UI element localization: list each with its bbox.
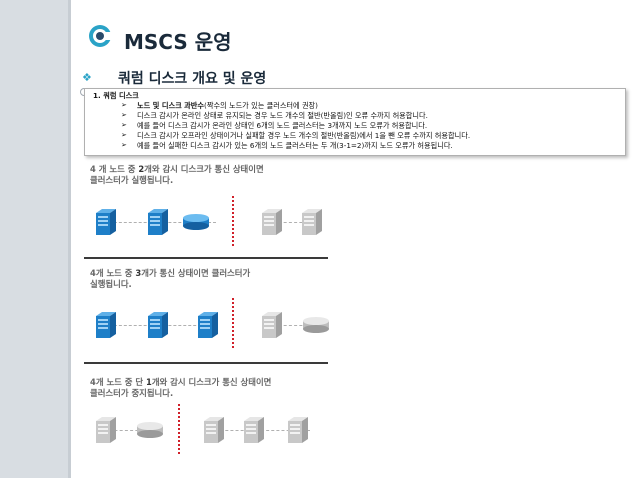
offline-server-icon bbox=[284, 415, 310, 445]
online-server-icon bbox=[92, 207, 118, 237]
scenario-divider bbox=[84, 257, 328, 259]
online-server-icon bbox=[194, 310, 220, 340]
arrow-bullet-icon: ➢ bbox=[121, 101, 127, 109]
online-server-icon bbox=[144, 207, 170, 237]
offline-witness-disk-icon bbox=[302, 316, 330, 334]
left-decor-edge bbox=[68, 0, 71, 478]
network-link bbox=[104, 430, 154, 431]
online-server-icon bbox=[92, 310, 118, 340]
partition-separator bbox=[232, 196, 234, 246]
network-link bbox=[268, 222, 318, 223]
witness-disk-icon bbox=[182, 213, 210, 231]
offline-server-icon bbox=[258, 310, 284, 340]
partition-separator bbox=[232, 298, 234, 348]
subtitle-bullet-icon: ❖ bbox=[82, 71, 92, 84]
box-item-1: 노드 및 디스크 과반수(짝수의 노드가 있는 클러스터에 권장) bbox=[137, 101, 318, 110]
network-link bbox=[268, 325, 318, 326]
offline-server-icon bbox=[298, 207, 324, 237]
slide-subtitle: 쿼럼 디스크 개요 및 운영 bbox=[118, 71, 267, 87]
offline-witness-disk-icon bbox=[136, 421, 164, 439]
scenario-1-text: 4 개 노드 중 2개와 감시 디스크가 통신 상태이면 클러스터가 실행됩니다… bbox=[90, 164, 264, 185]
arrow-bullet-icon: ➢ bbox=[121, 141, 127, 149]
offline-server-icon bbox=[240, 415, 266, 445]
slide-title: MSCS 운영 bbox=[124, 30, 232, 54]
offline-server-icon bbox=[92, 415, 118, 445]
scenario-3-text: 4개 노드 중 단 1개와 감시 디스크가 통신 상태이면 클러스터가 중지됩니… bbox=[90, 377, 272, 398]
logo-icon bbox=[89, 25, 112, 47]
online-server-icon bbox=[144, 310, 170, 340]
scenario-2-text: 4개 노드 중 3개가 통신 상태이면 클러스터가 실행됩니다. bbox=[90, 268, 251, 289]
offline-server-icon bbox=[258, 207, 284, 237]
quorum-description-box: 1. 쿼럼 디스크 ➢ 노드 및 디스크 과반수(짝수의 노드가 있는 클러스터… bbox=[84, 88, 626, 156]
arrow-bullet-icon: ➢ bbox=[121, 111, 127, 119]
box-item-2: 디스크 감시가 온라인 상태로 유지되는 경우 노드 개수의 절반(반올림)인 … bbox=[137, 111, 428, 120]
arrow-bullet-icon: ➢ bbox=[121, 131, 127, 139]
box-item-3: 예를 들어 디스크 감시가 온라인 상태인 6개의 노드 클러스터는 3개까지 … bbox=[137, 121, 428, 130]
box-item-5: 예를 들어 실패한 디스크 감시가 있는 6개의 노드 클러스터는 두 개(3-… bbox=[137, 141, 453, 150]
box-item-4: 디스크 감시가 오프라인 상태이거나 실패할 경우 노드 개수의 절반(반올림)… bbox=[137, 131, 471, 140]
partition-separator bbox=[178, 404, 180, 454]
arrow-bullet-icon: ➢ bbox=[121, 121, 127, 129]
box-heading: 1. 쿼럼 디스크 bbox=[93, 91, 139, 100]
left-decor-bar bbox=[0, 0, 68, 478]
scenario-divider bbox=[84, 362, 328, 364]
offline-server-icon bbox=[200, 415, 226, 445]
